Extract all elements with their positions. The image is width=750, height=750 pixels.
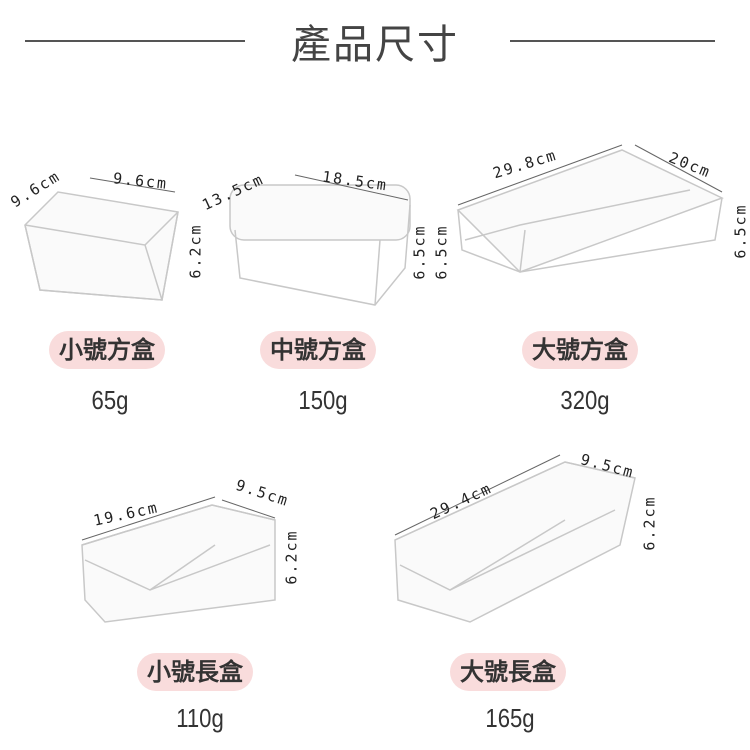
dim-height: 6.5cm xyxy=(410,224,429,280)
product-weight: 150g xyxy=(298,385,348,415)
dim-height: 6.5cm xyxy=(731,203,750,259)
large-square-box-image xyxy=(456,144,724,273)
product-weight: 65g xyxy=(91,385,129,415)
small-long-box-image xyxy=(81,496,276,623)
product-weight: 320g xyxy=(560,385,610,415)
product-weight: 110g xyxy=(176,703,224,733)
dim-height-left: 6.5cm xyxy=(432,224,451,280)
dim-height: 6.2cm xyxy=(640,495,659,551)
medium-square-box-image xyxy=(229,174,411,306)
large-long-box-image xyxy=(394,454,636,623)
dim-height: 6.2cm xyxy=(186,223,205,279)
title-rule-left xyxy=(25,40,245,42)
dim-height: 6.2cm xyxy=(282,529,301,585)
product-name-badge: 小號方盒 xyxy=(49,331,165,369)
product-name-badge: 大號長盒 xyxy=(450,653,566,691)
product-name-badge: 小號長盒 xyxy=(137,653,253,691)
product-name-badge: 中號方盒 xyxy=(260,331,376,369)
product-name-badge: 大號方盒 xyxy=(522,331,638,369)
title-rule-right xyxy=(510,40,715,42)
page-title: 產品尺寸 xyxy=(291,22,459,68)
small-square-box-image xyxy=(24,177,179,301)
product-weight: 165g xyxy=(485,703,535,733)
